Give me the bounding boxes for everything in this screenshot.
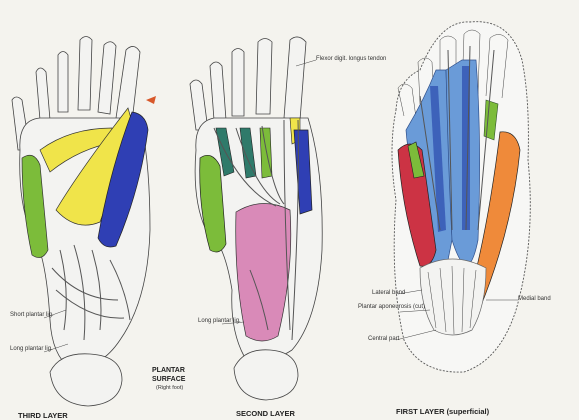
panel-third-layer: Short plantar lig. Long plantar lig. THI… bbox=[10, 37, 156, 420]
second-layer-toes bbox=[190, 37, 306, 130]
short-plantar-lig-label: Short plantar lig. bbox=[10, 312, 54, 318]
plantar-surface-title: PLANTAR SURFACE (Right foot) bbox=[152, 367, 186, 391]
svg-text:PLANTAR: PLANTAR bbox=[152, 367, 185, 374]
medial-band-label: Medial band bbox=[518, 296, 551, 302]
third-layer-heel bbox=[50, 354, 122, 406]
svg-text:(Right foot): (Right foot) bbox=[156, 385, 183, 391]
svg-text:SURFACE: SURFACE bbox=[152, 376, 186, 383]
long-plantar-lig-label-third: Long plantar lig. bbox=[10, 346, 53, 352]
flexor-digit-longus-label: Flexor digit. longus tendon bbox=[316, 56, 386, 62]
plantar-aponeurosis-label: Plantar aponeurosis (cut) bbox=[358, 304, 425, 310]
first-layer-caption: FIRST LAYER (superficial) bbox=[396, 407, 490, 416]
long-plantar-lig-label-second: Long plantar lig. bbox=[198, 318, 241, 324]
third-layer-caption: THIRD LAYER bbox=[18, 411, 68, 420]
second-layer-caption: SECOND LAYER bbox=[236, 409, 295, 418]
lateral-band-label: Lateral band bbox=[372, 290, 405, 296]
second-layer-heel bbox=[234, 350, 298, 400]
panel-second-layer: Flexor digit. longus tendon Long plantar… bbox=[190, 37, 386, 418]
central-part-label: Central part bbox=[368, 336, 400, 342]
panel-first-layer: Lateral band Plantar aponeurosis (cut) C… bbox=[358, 22, 551, 416]
